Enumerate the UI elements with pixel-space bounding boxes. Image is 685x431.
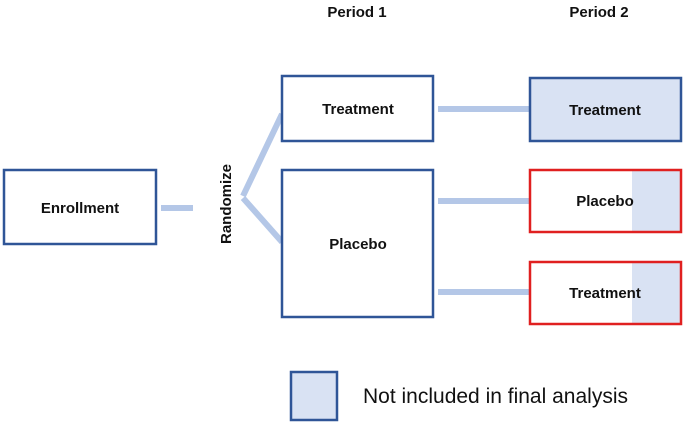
connector-randomize-up: [240, 112, 285, 198]
period1-treatment-label: Treatment: [322, 101, 394, 118]
randomize-label: Randomize: [218, 164, 235, 244]
period2-treatment-bottom-box: Treatment: [528, 260, 683, 326]
legend: Not included in final analysis: [289, 370, 628, 422]
period1-treatment-box: Treatment: [280, 74, 435, 143]
period2-treatment-top-label: Treatment: [569, 102, 641, 119]
legend-swatch: [289, 370, 339, 422]
period2-treatment-top-box: Treatment: [528, 76, 683, 143]
enrollment-box: Enrollment: [2, 168, 158, 246]
period2-treatment-bottom-label: Treatment: [569, 285, 641, 302]
period-2-header: Period 2: [569, 4, 628, 21]
period2-placebo-box: Placebo: [528, 168, 683, 234]
period1-placebo-label: Placebo: [329, 236, 387, 253]
connector-randomize-down: [240, 196, 285, 244]
connectors: [161, 106, 529, 295]
period-1-header: Period 1: [327, 4, 386, 21]
period2-placebo-label: Placebo: [576, 193, 634, 210]
enrollment-label: Enrollment: [41, 200, 119, 217]
legend-label: Not included in final analysis: [363, 385, 628, 408]
period1-placebo-box: Placebo: [280, 168, 435, 319]
